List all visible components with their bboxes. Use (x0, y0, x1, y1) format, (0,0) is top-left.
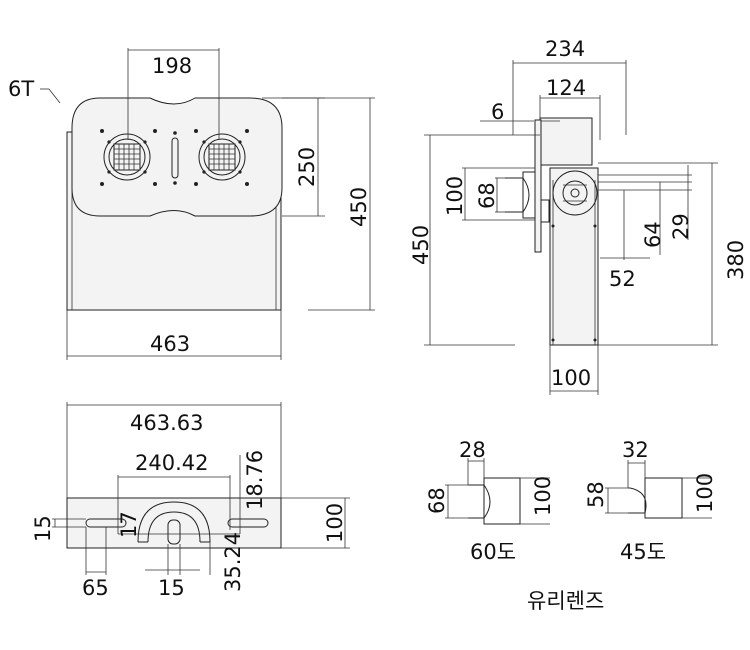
dim-35-24: 35.24 (221, 532, 245, 592)
dim-lens-100: 100 (443, 176, 467, 216)
bottom-slot-right (227, 518, 269, 528)
side-pivot-disc (552, 170, 598, 216)
dim-18-76: 18.76 (243, 450, 267, 510)
dim-side-base-100: 100 (551, 366, 591, 390)
dim-front-450: 450 (347, 187, 371, 227)
front-head-plate (71, 97, 283, 217)
lens-60-detail: 28 68 100 60도 (425, 438, 555, 564)
dim-64: 64 (641, 221, 665, 248)
lens-45-width: 32 (622, 438, 649, 462)
dim-463-63: 463.63 (130, 411, 203, 435)
lens-60-width: 28 (459, 438, 486, 462)
dim-bottom-100: 100 (323, 503, 347, 543)
lens-45-body (644, 477, 683, 519)
dim-29: 29 (669, 213, 693, 240)
dim-65: 65 (82, 576, 109, 600)
lens-60-dome (468, 484, 491, 519)
bottom-outline (66, 497, 282, 549)
dim-380: 380 (724, 240, 748, 280)
dim-234: 234 (545, 37, 585, 61)
glass-lens-caption: 유리렌즈 (527, 589, 604, 613)
bottom-arc-outer (137, 501, 211, 543)
lens-45-outer: 100 (693, 473, 717, 513)
front-view: 6T 198 250 450 463 (8, 48, 375, 360)
lens-45-label: 45도 (620, 540, 666, 564)
dim-lens-68: 68 (475, 182, 499, 209)
side-top-arm (539, 117, 593, 166)
lens-45-detail: 32 58 100 45도 (584, 438, 717, 564)
lens-60-label: 60도 (470, 540, 516, 564)
dim-240-42: 240.42 (135, 451, 208, 475)
lens-60-outer: 100 (531, 476, 555, 516)
front-lamp-left (100, 129, 157, 186)
dim-463: 463 (150, 332, 190, 356)
dim-52: 52 (609, 267, 636, 291)
dim-side-450: 450 (409, 225, 433, 265)
dim-198: 198 (152, 54, 192, 78)
dim-15-bottom: 15 (158, 576, 185, 600)
front-lamp-right (194, 129, 249, 186)
dim-17: 17 (117, 511, 141, 538)
front-center-slot (171, 137, 179, 179)
lens-60-inner: 68 (425, 487, 449, 514)
dim-124: 124 (546, 76, 586, 100)
side-mount-plate (534, 119, 542, 253)
side-view: 234 124 6 450 100 68 380 (409, 37, 748, 395)
dim-15-left: 15 (31, 515, 55, 542)
bottom-view: 463.63 240.42 18.76 17 100 15 65 15 (31, 402, 350, 600)
side-body (549, 167, 599, 346)
lens-45-dome (628, 487, 647, 514)
lens-60-body (483, 477, 521, 525)
label-6t: 6T (8, 77, 34, 101)
lens-45-inner: 58 (584, 481, 608, 508)
dim-250: 250 (295, 147, 319, 187)
dim-6: 6 (491, 100, 504, 124)
side-lens (505, 177, 530, 213)
